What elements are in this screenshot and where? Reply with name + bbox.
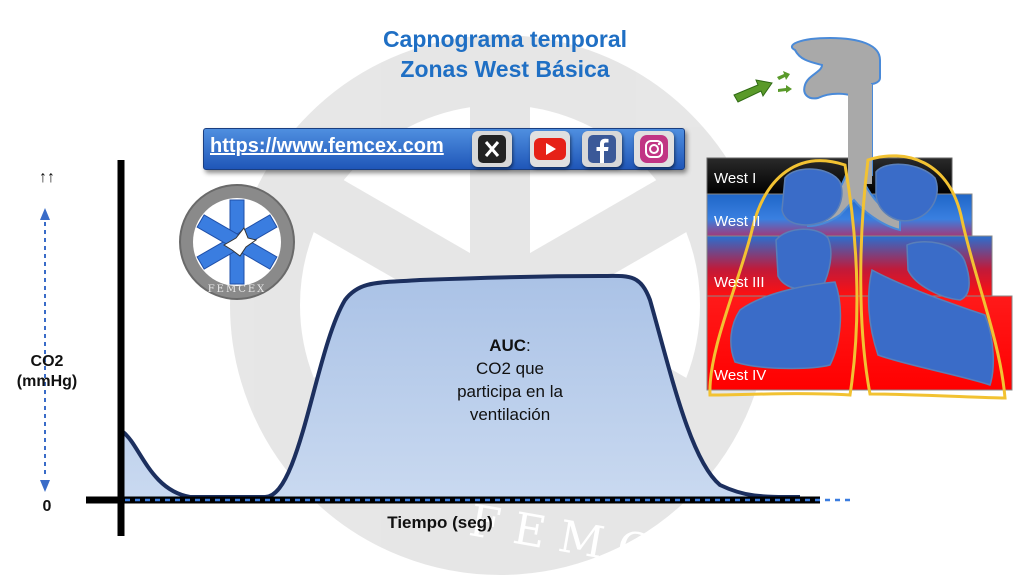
logo-text: FEMCEX [208,284,267,295]
title-line-2: Zonas West Básica [400,56,610,82]
auc-annotation: AUC: CO2 que participa en la ventilación [400,334,620,426]
femcex-logo: FEMCEX [179,184,295,300]
lung-lower-right [867,268,995,386]
y-axis-top-marker: ↑↑ [39,169,55,186]
lungs [730,163,995,386]
lung-mid-right [906,241,970,301]
instagram-icon[interactable] [634,131,674,167]
lung-lower-left [730,281,842,370]
auc-label: AUC [489,336,527,355]
auc-text-3: ventilación [469,405,551,424]
airflow-arrow [733,71,792,103]
lung-upper-right [875,163,938,222]
west-zone-1-label: West I [714,170,757,187]
website-link[interactable]: https://www.femcex.com [210,135,444,157]
y-axis-label-name: CO2 [30,353,64,370]
west-zone-4-label: West IV [714,367,767,384]
auc-text-1: CO2 que [475,359,545,378]
capnogram-area [123,275,800,497]
west-zone-3-label: West III [714,274,765,291]
lung-outlines [708,154,1007,400]
y-arrow-down-head [40,480,50,492]
lung-upper-left [781,168,843,226]
auc-text-2: participa en la [457,382,563,401]
capnogram-curve [121,273,801,499]
y-axis-zero: 0 [42,498,52,515]
x-axis-label: Tiempo (seg) [387,513,493,532]
facebook-icon[interactable] [582,131,622,167]
x-icon[interactable] [472,131,512,167]
youtube-icon[interactable] [530,131,570,167]
west-zone-2-label: West II [714,213,761,230]
y-axis-label-unit: (mmHg) [16,373,78,390]
y-arrow-up-head [40,208,50,220]
lung-mid-left [775,228,832,291]
title-line-1: Capnograma temporal [382,26,628,52]
